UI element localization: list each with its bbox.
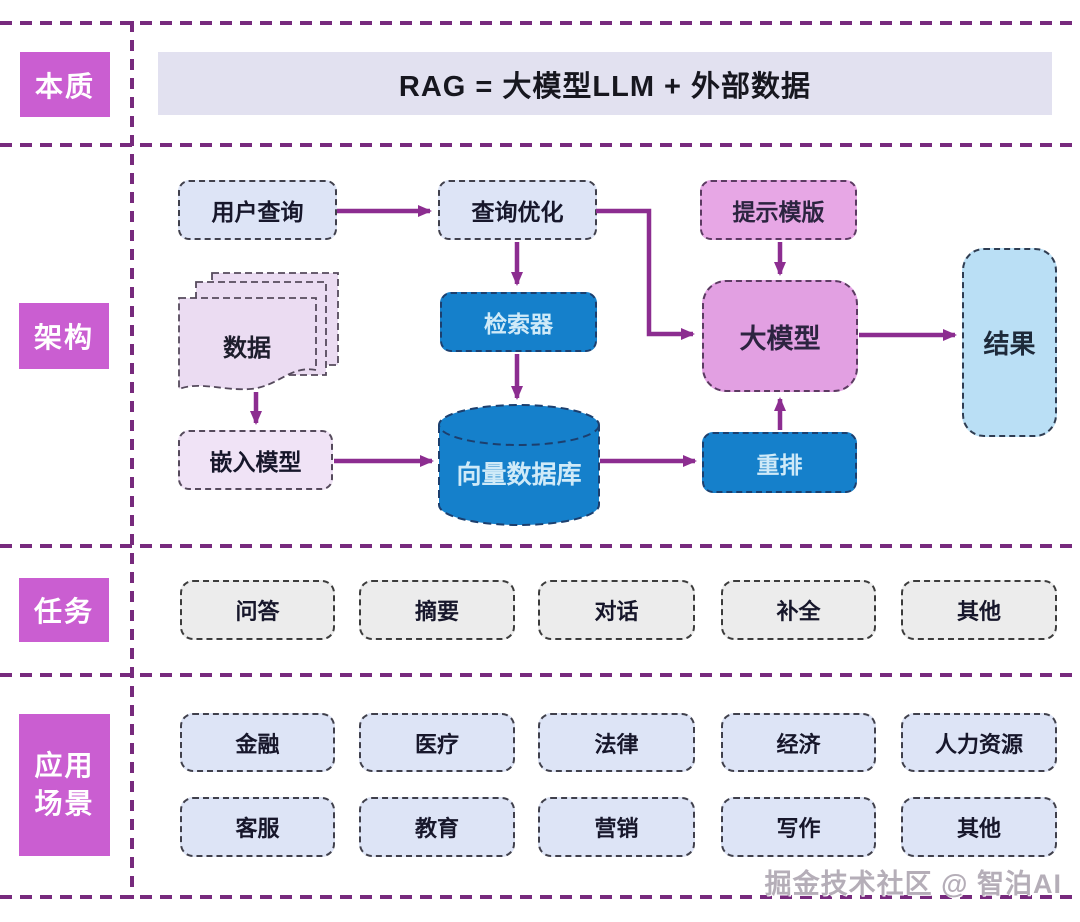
app-label: 写作 [776, 816, 821, 841]
architecture-label-text: 架构 [33, 322, 94, 353]
cylinder-top [438, 404, 600, 446]
task-box-summary: 摘要 [359, 580, 515, 640]
banner-text: RAG = 大模型LLM + 外部数据 [398, 70, 812, 103]
node-result: 结果 [962, 248, 1057, 437]
app-box-education: 教育 [359, 797, 515, 857]
app-box-other: 其他 [901, 797, 1057, 857]
user-query-label: 用户查询 [211, 199, 304, 225]
app-label: 医疗 [414, 731, 459, 757]
app-label: 教育 [414, 816, 459, 841]
app-box-hr: 人力资源 [901, 713, 1057, 772]
app-label: 人力资源 [934, 731, 1023, 757]
task-label: 其他 [956, 599, 1001, 624]
app-box-medical: 医疗 [359, 713, 515, 772]
task-label: 问答 [235, 599, 280, 624]
app-box-customer-service: 客服 [180, 797, 335, 857]
divider-tasks-applications [0, 673, 1080, 677]
app-label: 其他 [956, 816, 1001, 841]
essence-banner: RAG = 大模型LLM + 外部数据 [158, 52, 1052, 115]
watermark-text: 掘金技术社区 @ 智泊AI [764, 869, 1062, 899]
node-query-optimization: 查询优化 [438, 180, 597, 240]
section-label-architecture: 架构 [19, 303, 109, 369]
rerank-label: 重排 [756, 451, 803, 478]
node-rerank: 重排 [702, 432, 857, 493]
node-vector-database: 向量数据库 [440, 455, 598, 491]
arrow-query-optimization-to-llm [596, 208, 695, 340]
node-prompt-template: 提示模版 [700, 180, 857, 240]
app-box-finance: 金融 [180, 713, 335, 772]
task-label: 补全 [776, 599, 821, 624]
top-border-line [0, 21, 1080, 25]
node-retriever: 检索器 [440, 292, 597, 352]
task-box-other: 其他 [901, 580, 1057, 640]
prompt-template-label: 提示模版 [732, 199, 825, 225]
section-label-tasks: 任务 [19, 578, 109, 642]
query-optimization-label: 查询优化 [471, 199, 564, 225]
divider-essence-architecture [0, 143, 1080, 147]
app-box-writing: 写作 [721, 797, 876, 857]
task-box-dialogue: 对话 [538, 580, 695, 640]
watermark: 掘金技术社区 @ 智泊AI [720, 862, 1062, 901]
app-label: 营销 [594, 816, 639, 841]
app-box-economy: 经济 [721, 713, 876, 772]
sidebar-separator-line [130, 21, 134, 899]
divider-architecture-tasks [0, 544, 1080, 548]
node-user-query: 用户查询 [178, 180, 337, 240]
section-label-applications: 应用场景 [19, 714, 110, 856]
node-llm: 大模型 [702, 280, 858, 392]
app-box-marketing: 营销 [538, 797, 695, 857]
app-label: 金融 [235, 731, 280, 757]
task-label: 摘要 [414, 599, 459, 624]
embedding-model-label: 嵌入模型 [209, 449, 302, 475]
app-box-legal: 法律 [538, 713, 695, 772]
app-label: 法律 [594, 731, 639, 757]
result-label: 结果 [983, 329, 1036, 359]
retriever-label: 检索器 [484, 311, 553, 337]
task-box-completion: 补全 [721, 580, 876, 640]
llm-label: 大模型 [739, 323, 821, 354]
essence-label-text: 本质 [34, 70, 95, 102]
vector-database-label: 向量数据库 [456, 461, 582, 489]
section-label-essence: 本质 [20, 52, 110, 117]
task-box-qa: 问答 [180, 580, 335, 640]
app-label: 客服 [235, 816, 280, 841]
node-embedding-model: 嵌入模型 [178, 430, 333, 490]
bottom-border-line [0, 895, 1080, 899]
tasks-label-text: 任务 [33, 596, 94, 627]
data-label: 数据 [223, 335, 271, 362]
task-label: 对话 [594, 599, 639, 624]
node-data: 数据 [187, 328, 307, 363]
app-label: 经济 [776, 731, 821, 757]
applications-label-text: 应用场景 [34, 750, 95, 819]
